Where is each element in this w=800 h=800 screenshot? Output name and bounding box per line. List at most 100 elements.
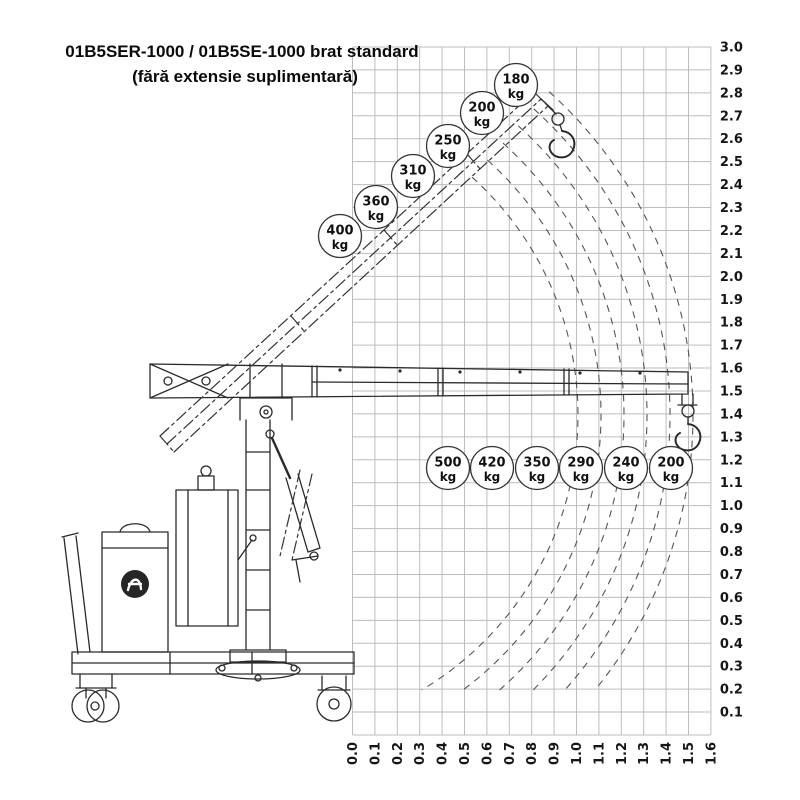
y-tick-label: 3.0 [720, 41, 743, 56]
boom-raised-phantom [159, 91, 549, 561]
boom-pivot [239, 397, 293, 421]
load-value: 250 [434, 134, 461, 149]
load-circle-outline [390, 153, 436, 199]
y-tick-label: 2.5 [720, 155, 743, 170]
x-tick-label: 0.8 [525, 742, 540, 765]
load-unit: kg [405, 178, 422, 192]
load-unit: kg [573, 470, 590, 484]
front-wheel [316, 675, 352, 722]
caster-wheel [71, 673, 120, 723]
load-value: 360 [362, 195, 389, 210]
load-value: 240 [612, 456, 639, 471]
x-tick-label: 0.3 [413, 742, 428, 765]
y-tick-label: 0.4 [720, 637, 743, 652]
y-tick-label: 1.7 [720, 339, 743, 354]
load-value: 290 [567, 456, 594, 471]
load-circle-outline [425, 123, 471, 169]
load-unit: kg [529, 470, 546, 484]
load-unit: kg [508, 87, 525, 101]
load-circle-outline [603, 445, 649, 491]
y-tick-label: 0.8 [720, 545, 743, 560]
y-tick-label: 1.6 [720, 362, 743, 377]
x-tick-label: 1.3 [637, 742, 652, 765]
y-tick-label: 1.0 [720, 499, 743, 514]
crane-drawing [61, 363, 702, 723]
y-tick-label: 0.7 [720, 568, 743, 583]
machinery-box [175, 465, 257, 627]
diagram-title-line1: 01B5SER-1000 / 01B5SE-1000 brat standard [65, 42, 418, 61]
y-tick-label: 1.3 [720, 430, 743, 445]
grid [352, 46, 712, 736]
y-tick-label: 2.8 [720, 86, 743, 101]
y-tick-label: 0.2 [720, 683, 743, 698]
load-unit: kg [440, 470, 457, 484]
load-circle-outline [353, 184, 399, 230]
y-tick-label: 1.9 [720, 293, 743, 308]
y-tick-label: 2.1 [720, 247, 743, 262]
hook-path-arc [462, 159, 602, 691]
load-circle-outline [459, 90, 505, 136]
load-unit: kg [618, 470, 635, 484]
y-tick-label: 0.6 [720, 591, 743, 606]
load-circle-outline [425, 445, 471, 491]
load-unit: kg [368, 209, 385, 223]
y-tick-label: 2.7 [720, 109, 743, 124]
y-tick-label: 2.0 [720, 270, 743, 285]
y-tick-label: 1.4 [720, 407, 743, 422]
hydraulic-cylinder [265, 429, 321, 583]
y-tick-label: 1.1 [720, 476, 743, 491]
x-tick-label: 1.5 [682, 742, 697, 765]
x-tick-label: 1.1 [592, 742, 607, 765]
load-value: 200 [657, 456, 684, 471]
diagram-title-line2: (fără extensie suplimentară) [132, 67, 358, 86]
y-tick-label: 2.9 [720, 63, 743, 78]
load-circle-outline [648, 445, 694, 491]
x-tick-label: 0.5 [458, 742, 473, 765]
load-circle-outline [469, 445, 515, 491]
x-tick-label: 0.1 [368, 742, 383, 765]
y-tick-label: 2.3 [720, 201, 743, 216]
boom-horizontal [149, 363, 689, 399]
load-circle-outline [514, 445, 560, 491]
x-tick-label: 0.9 [548, 742, 563, 765]
load-unit: kg [474, 115, 491, 129]
load-circle-outline [558, 445, 604, 491]
hook-path-arc [533, 108, 671, 691]
hook-raised-icon [540, 98, 576, 159]
x-tick-label: 0.4 [436, 742, 451, 765]
x-tick-label: 0.7 [503, 742, 518, 765]
load-value: 420 [478, 456, 505, 471]
load-value: 180 [502, 73, 529, 88]
load-value: 500 [434, 456, 461, 471]
load-unit: kg [332, 238, 349, 252]
load-value: 200 [468, 101, 495, 116]
y-tick-label: 0.3 [720, 660, 743, 675]
x-tick-label: 0.6 [480, 742, 495, 765]
load-unit: kg [484, 470, 501, 484]
load-unit: kg [440, 148, 457, 162]
y-tick-label: 2.2 [720, 224, 743, 239]
x-tick-label: 0.0 [346, 742, 361, 765]
load-value: 310 [399, 164, 426, 179]
hook-path-arc [499, 142, 625, 691]
load-circle-outline [317, 213, 363, 259]
y-tick-label: 2.4 [720, 178, 743, 193]
x-tick-label: 1.6 [704, 742, 719, 765]
y-tick-label: 1.8 [720, 316, 743, 331]
y-tick-label: 1.2 [720, 453, 743, 468]
x-tick-label: 1.4 [660, 742, 675, 765]
y-tick-label: 2.6 [720, 132, 743, 147]
